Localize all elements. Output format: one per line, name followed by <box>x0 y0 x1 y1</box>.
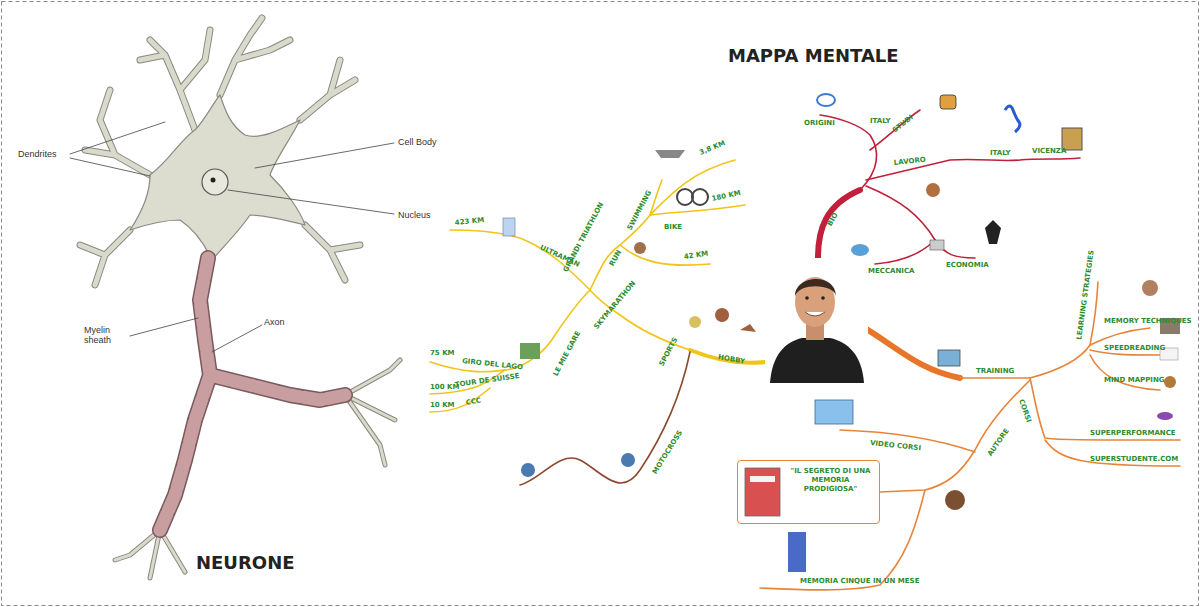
branch-keyword: SUPERPERFORMANCE <box>1090 430 1176 438</box>
part-name: Dendrites <box>18 150 57 160</box>
portrait-photo <box>765 258 868 383</box>
branch-keyword: GIRO DEL LAGO <box>462 358 524 372</box>
neuron <box>70 18 400 578</box>
branch-keyword: LAVORO <box>894 157 927 168</box>
part-name: Nucleus <box>398 211 431 221</box>
branch-keyword: ORIGINI <box>804 120 835 128</box>
branch-keyword: MIND MAPPING <box>1104 377 1165 385</box>
quote-box: "IL SEGRETO DI UNA MEMORIA PRODIGIOSA" <box>737 460 880 524</box>
branch-keyword: ITALY <box>990 150 1011 158</box>
branch-keyword: STUDI <box>892 114 916 135</box>
branch-keyword: LEARNING STRATEGIES <box>1076 250 1096 341</box>
branch-keyword: SPORTS <box>659 337 680 368</box>
branch-keyword: MEMORY TECHNIQUES <box>1104 318 1192 326</box>
branch-keyword: ITALY <box>870 118 891 126</box>
branch-keyword: 10 KM <box>430 402 455 410</box>
branch-keyword: 3,8 KM <box>699 140 727 157</box>
part-name: Axon <box>264 318 285 328</box>
branch-keyword: ECONOMIA <box>946 262 989 270</box>
branch-keyword: MEMORIA CINQUE IN UN MESE <box>800 578 919 586</box>
part-name: Cell Body <box>398 138 437 148</box>
branch-keyword: SUPERSTUDENTE.COM <box>1090 456 1178 464</box>
branch-keyword: SWIMMING <box>627 190 654 232</box>
branch-keyword: TRAINING <box>976 368 1014 376</box>
branch-keyword: 42 KM <box>683 251 708 262</box>
branch-keyword: VIDEO CORSI <box>870 440 922 453</box>
branch-keyword: BIKE <box>664 224 682 232</box>
section-heading: MAPPA MENTALE <box>728 46 899 66</box>
branch-keyword: MOTOCROSS <box>652 429 685 475</box>
book-title: "IL SEGRETO DI UNA MEMORIA PRODIGIOSA" <box>738 461 879 500</box>
branch-keyword: 180 KM <box>711 190 741 204</box>
branch-keyword: SKYMARATHON <box>593 280 638 331</box>
branch-keyword: AUTORE <box>987 428 1012 458</box>
branch-keyword: CCC <box>465 397 482 407</box>
mind-map-icons <box>503 94 1180 572</box>
branch-keyword: BIO <box>827 212 841 228</box>
section-heading: NEURONE <box>196 553 295 573</box>
branch-keyword: HOBBY <box>717 354 745 366</box>
branch-keyword: TOUR DE SUISSE <box>454 373 520 390</box>
branch-keyword: RUN <box>609 249 624 268</box>
branch-keyword: CORSI <box>1016 399 1031 424</box>
branch-keyword: VICENZA <box>1032 148 1066 156</box>
branch-keyword: MECCANICA <box>868 268 914 276</box>
mind-map-branches <box>430 110 1180 590</box>
branch-keyword: LE MIE GARE <box>553 330 583 378</box>
branch-keyword: 75 KM <box>430 350 455 358</box>
branch-keyword: 423 KM <box>455 217 485 228</box>
part-name: Myelin sheath <box>84 326 129 346</box>
branch-keyword: SPEEDREADING <box>1104 345 1165 353</box>
